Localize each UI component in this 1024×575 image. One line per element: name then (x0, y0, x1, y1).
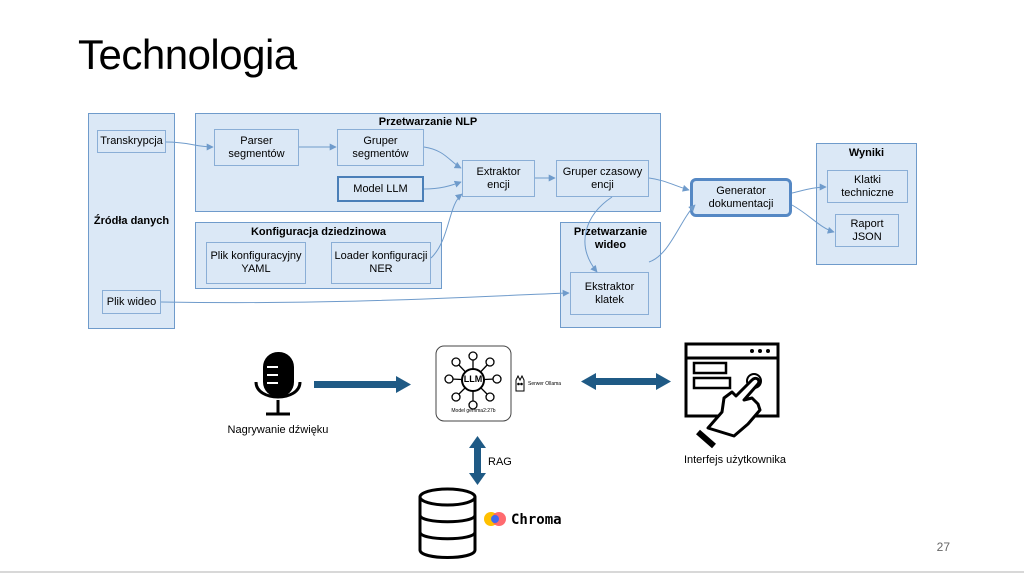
database-icon (418, 487, 477, 559)
ui-double-arrow (581, 373, 671, 390)
video-group-title: Przetwarzanie wideo (573, 226, 648, 251)
ollama-icon (515, 374, 525, 392)
arrow-generator-raport (791, 204, 835, 234)
server-label: Serwer Ollama (528, 381, 562, 387)
generator-node: Generator dokumentacji (690, 178, 792, 217)
grouper-node: Gruper segmentów (337, 129, 424, 166)
arrow-video-frames (160, 289, 570, 304)
footer-divider (0, 571, 1024, 573)
arrow-timegrouper-generator (648, 177, 690, 192)
time-grouper-node: Gruper czasowy encji (556, 160, 649, 197)
chroma-logo-icon (484, 512, 506, 526)
audio-arrow (314, 376, 411, 393)
rag-label: RAG (488, 456, 512, 468)
page-number: 27 (936, 540, 950, 554)
results-frames-node: Klatki techniczne (827, 170, 908, 203)
chroma-label: Chroma (511, 512, 562, 528)
ui-label: Interfejs użytkownika (683, 454, 787, 466)
video-file-node: Plik wideo (102, 290, 161, 314)
arrow-frames-generator (648, 204, 696, 263)
loader-node: Loader konfiguracji NER (331, 242, 431, 284)
config-group-title: Konfiguracja dziedzinowa (250, 226, 387, 238)
yaml-node: Plik konfiguracyjny YAML (206, 242, 306, 284)
arrow-transcription-parser (165, 141, 214, 151)
frame-extractor-node: Ekstraktor klatek (570, 272, 649, 315)
results-group-title: Wyniki (848, 147, 885, 159)
transcription-node: Transkrypcja (97, 130, 166, 153)
llm-node-text: LLM (463, 374, 483, 384)
nlp-group-title: Przetwarzanie NLP (378, 116, 478, 128)
model-llm-node: Model LLM (337, 176, 424, 202)
parser-node: Parser segmentów (214, 129, 299, 166)
arrow-generator-klatki (791, 183, 827, 194)
arrow-grouper-extractor (423, 146, 462, 169)
arrow-loader-extractor (430, 193, 463, 259)
slide-title: Technologia (78, 31, 297, 78)
extractor-node: Extraktor encji (462, 160, 535, 197)
user-interface-icon (684, 342, 780, 449)
llm-network-icon (435, 345, 512, 422)
sources-label: Źródła danych (93, 215, 170, 227)
model-label: Model gemma2:27b (451, 408, 496, 414)
microphone-icon (254, 352, 302, 416)
audio-label: Nagrywanie dźwięku (227, 424, 329, 436)
rag-double-arrow (469, 436, 486, 485)
arrow-timegrouper-frames (584, 196, 613, 273)
results-report-node: Raport JSON (835, 214, 899, 247)
arrow-model-extractor (423, 180, 462, 190)
